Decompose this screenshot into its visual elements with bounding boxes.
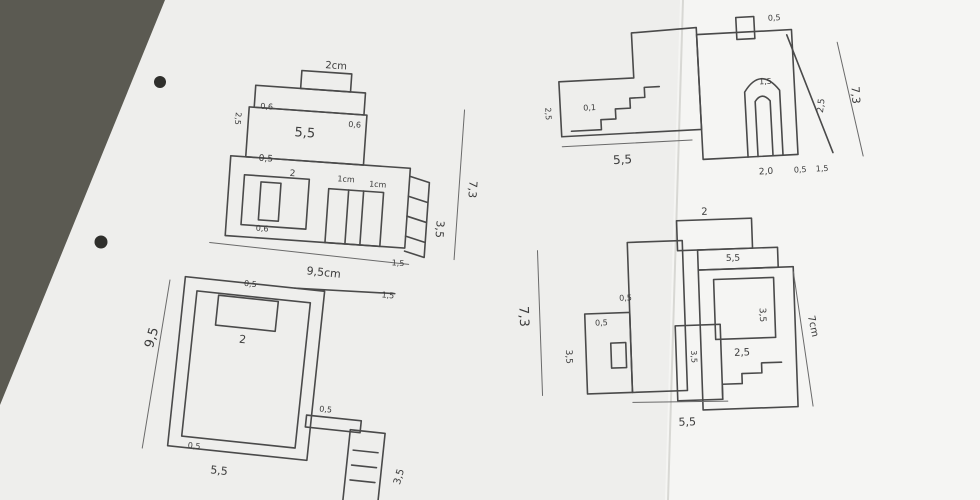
label-plan-wall: 0,5: [244, 279, 258, 289]
label-rear-top: 2: [701, 207, 708, 218]
label-inner-c: 1cm: [337, 174, 355, 184]
label-inner-a: 0,5: [258, 154, 273, 165]
sketch-rear-elevation: 2 7,3 7cm 5,5 2,5 5,5 3,5 3,5 0,5 3,5 0,…: [515, 207, 820, 429]
label-rear-side-c: 0,5: [619, 293, 632, 302]
label-rear-inner-a: 5,5: [726, 254, 741, 264]
label-inner-g: 0,6: [348, 120, 361, 130]
label-plan-stair: 3,5: [392, 468, 407, 486]
label-side-top-small: 0,5: [768, 13, 781, 23]
label-left: 2,5: [233, 112, 243, 125]
label-height-lower: 3,5: [433, 220, 447, 238]
label-inner-b: 2: [289, 169, 295, 179]
label-rear-inner-width: 2,5: [734, 347, 750, 359]
label-plan-top: 9,5cm: [306, 264, 341, 281]
label-side-bottom-b: 0,5: [794, 165, 807, 175]
label-plan-inner: 2: [238, 333, 246, 347]
label-width: 5,5: [294, 125, 316, 141]
label-plan-left: 9,5: [142, 326, 162, 350]
punch-hole-top: [154, 76, 166, 88]
label-side-left: 2,5: [543, 107, 553, 120]
label-top-width: 2cm: [325, 60, 347, 72]
label-rear-side-a: 0,5: [595, 318, 608, 327]
label-plan-bottom: 5,5: [210, 463, 229, 478]
label-inner-f: 0,6: [260, 102, 273, 112]
label-plan-annex-top: 0,5: [319, 404, 333, 414]
sketch-side-elevation: 5,5 2,5 2,5 7,3 2,0 0,5 1,5 0,5 1,5 0,1: [543, 13, 864, 178]
label-rear-inner-c: 3,5: [689, 350, 698, 363]
label-rear-inner-b: 3,5: [757, 308, 767, 323]
label-rear-right-total: 7cm: [805, 315, 820, 338]
paper-left-half: [0, 0, 690, 500]
label-small: 1,5: [391, 258, 404, 268]
label-height-total: 7,3: [465, 180, 479, 198]
label-side-bottom-a: 2,0: [759, 167, 774, 178]
label-inner-d: 1cm: [369, 179, 387, 189]
label-rear-width: 5,5: [678, 415, 696, 429]
label-inner-e: 0,6: [255, 224, 268, 234]
label-side-width: 5,5: [613, 152, 633, 167]
label-side-total: 7,3: [849, 86, 863, 104]
sketch-floor-plan: 9,5cm 9,5 2 1,5 5,5 0,5 0,5 3,5 0,5: [141, 264, 407, 500]
label-rear-left-total: 7,3: [515, 306, 531, 327]
label-side-right: 2,5: [816, 98, 828, 113]
label-plan-right-top: 1,5: [381, 290, 395, 300]
label-side-roof: 1,5: [759, 77, 772, 87]
paper-right-half: [665, 0, 980, 500]
label-side-bottom-c: 1,5: [816, 164, 829, 174]
label-plan-wall-b: 0,5: [187, 441, 201, 451]
label-side-stair: 0,1: [583, 103, 596, 113]
label-rear-side-b: 3,5: [563, 349, 573, 364]
punch-hole-bottom: [94, 235, 108, 249]
sketch-front-elevation: 2cm 5,5 7,3 3,5 0,5 2 1cm 1cm 0,6 0,6 0,…: [209, 60, 480, 268]
paper-fold: [667, 0, 684, 500]
